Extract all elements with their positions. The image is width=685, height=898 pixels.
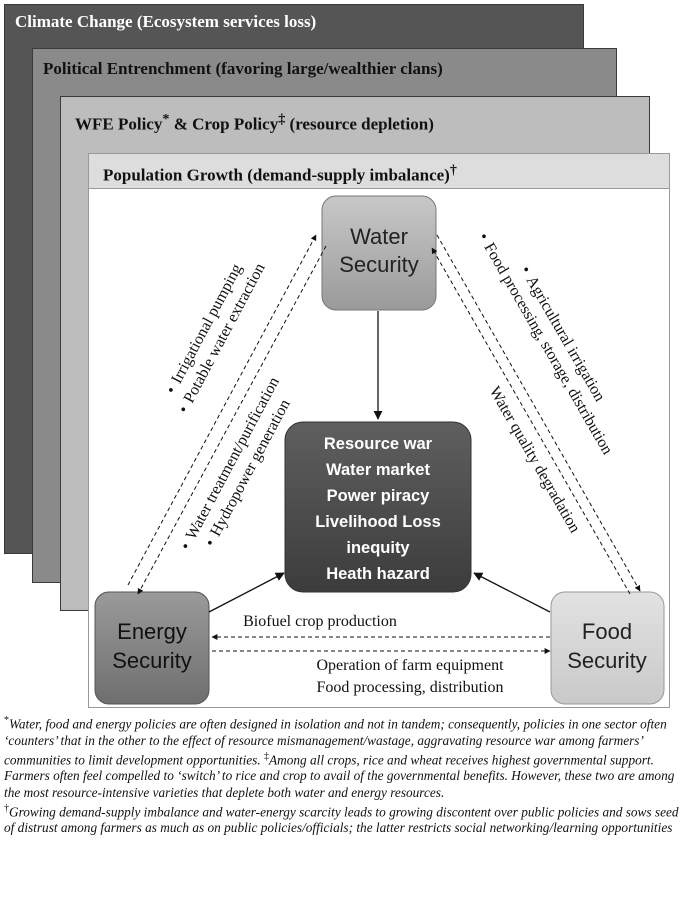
policy-mark-a: * bbox=[162, 111, 170, 127]
impact-water-market: Water market bbox=[326, 461, 430, 479]
footnote-text-3: Growing demand-supply imbalance and wate… bbox=[4, 804, 679, 836]
impact-power-piracy: Power piracy bbox=[327, 487, 431, 505]
footnotes: *Water, food and energy policies are oft… bbox=[4, 713, 682, 837]
population-growth-title: Population Growth (demand-supply imbalan… bbox=[103, 162, 457, 186]
policy-mark-b: ‡ bbox=[278, 111, 286, 127]
water-security-node: Water Security bbox=[321, 195, 437, 311]
water-security-line2: Security bbox=[339, 252, 418, 277]
climate-change-title: Climate Change (Ecosystem services loss) bbox=[15, 12, 317, 31]
political-entrenchment-title: Political Entrenchment (favoring large/w… bbox=[43, 59, 443, 78]
footnote-mark-2: ‡ bbox=[264, 750, 269, 762]
energy-to-water-arrow bbox=[127, 234, 317, 586]
footnote-mark-1: * bbox=[4, 715, 9, 726]
svg-text:•Food processing, storage, dis: •Food processing, storage, distribution bbox=[475, 230, 616, 458]
food-to-water-arrow bbox=[431, 247, 631, 595]
energy-security-line2: Security bbox=[112, 648, 191, 673]
impact-inequity: inequity bbox=[346, 539, 410, 557]
footnote-text-1: Water, food and energy policies are ofte… bbox=[4, 716, 667, 768]
bullet-food-processing: • bbox=[475, 230, 493, 243]
food-security-node: Food Security bbox=[550, 591, 665, 705]
water-security-line1: Water bbox=[350, 224, 408, 249]
impact-livelihood-loss: Livelihood Loss bbox=[315, 513, 441, 531]
footnote-3: †Growing demand-supply imbalance and wat… bbox=[4, 801, 682, 837]
bullet-hydropower: • bbox=[202, 537, 220, 550]
food-to-center-arrow bbox=[473, 572, 551, 613]
food-security-line1: Food bbox=[582, 619, 632, 644]
water-energy-links-outer: •Irrigational pumping •Potable water ext… bbox=[163, 261, 269, 417]
food-processing-distribution-label: Food processing, distribution bbox=[316, 679, 503, 696]
wfe-policy-text: WFE Policy bbox=[75, 114, 163, 134]
bullet-water-treatment: • bbox=[177, 540, 195, 553]
resource-depletion-text: (resource depletion) bbox=[285, 114, 434, 134]
energy-security-node: Energy Security bbox=[94, 591, 210, 705]
crop-policy-text: & Crop Policy bbox=[169, 114, 279, 134]
impact-resource-war: Resource war bbox=[324, 435, 433, 453]
nexus-diagram: Water Security Energy Security Food Secu… bbox=[94, 195, 665, 705]
farm-equipment-label: Operation of farm equipment bbox=[316, 657, 504, 674]
food-processing-storage-label: Food processing, storage, distribution bbox=[480, 240, 615, 457]
population-growth-header: Population Growth (demand-supply imbalan… bbox=[88, 153, 670, 189]
policy-title: WFE Policy* & Crop Policy‡ (resource dep… bbox=[75, 111, 434, 135]
bullet-agri-irrigation: • bbox=[517, 263, 535, 276]
water-food-links: •Agricultural irrigation •Food processin… bbox=[475, 230, 616, 458]
water-to-food-arrow bbox=[436, 234, 641, 592]
energy-to-center-arrow bbox=[208, 572, 285, 613]
biofuel-label: Biofuel crop production bbox=[243, 613, 397, 630]
water-to-energy-arrow bbox=[137, 245, 327, 595]
impacts-center-node: Resource war Water market Power piracy L… bbox=[284, 421, 472, 593]
population-growth-text: Population Growth (demand-supply imbalan… bbox=[103, 165, 450, 185]
footnote-mark-3: † bbox=[4, 802, 9, 814]
energy-security-line1: Energy bbox=[117, 619, 187, 644]
footnote-text-2: Among all crops, rice and wheat receives… bbox=[4, 752, 675, 800]
footnote-1: *Water, food and energy policies are oft… bbox=[4, 713, 682, 801]
food-security-line2: Security bbox=[567, 648, 646, 673]
bullet-irrigational: • bbox=[163, 384, 181, 397]
bullet-potable: • bbox=[175, 403, 193, 416]
impact-health-hazard: Heath hazard bbox=[326, 565, 430, 583]
population-mark: † bbox=[449, 162, 457, 178]
